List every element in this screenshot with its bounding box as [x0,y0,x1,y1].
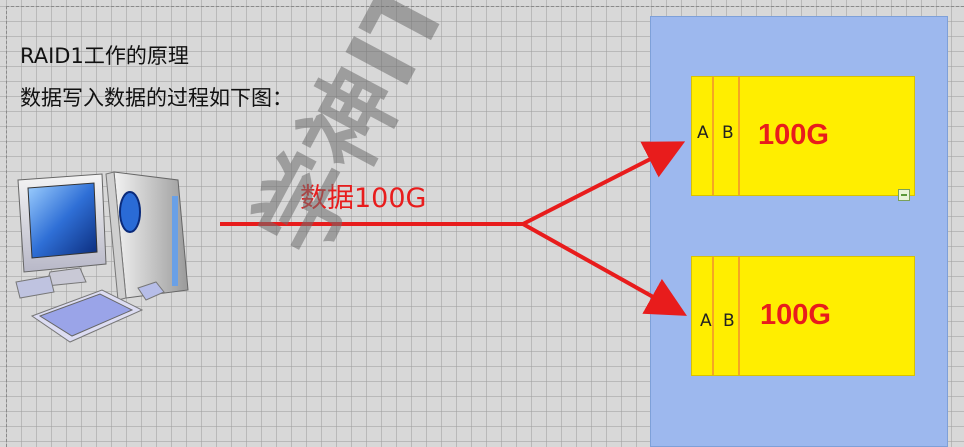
arrow-to-disk-2 [522,222,687,316]
segment-divider [712,77,714,195]
segment-divider [738,77,740,195]
disk-segment-a-label: A [697,123,709,143]
disk-segment-b-label: B [722,123,734,143]
disk-capacity-label: 100G [758,119,829,151]
data-flow-label: 数据100G [300,183,427,214]
disk-segment-a-label: A [700,311,712,331]
disk-segment-b-label: B [723,311,735,331]
segment-divider [712,257,714,375]
diagram-title: RAID1工作的原理 [20,44,189,68]
diagram-subtitle: 数据写入数据的过程如下图： [20,86,293,110]
arrow-to-disk-1 [522,141,686,226]
disk-capacity-label: 100G [760,299,831,331]
disk-2[interactable]: A B 100G [691,256,915,376]
resize-handle-icon[interactable] [898,189,910,201]
segment-divider [738,257,740,375]
desktop-computer-icon [15,171,189,343]
disk-1[interactable]: A B 100G [691,76,915,196]
